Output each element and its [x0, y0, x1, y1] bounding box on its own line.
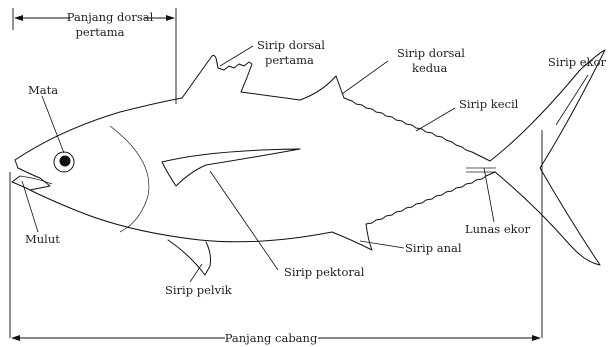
gill-cover [110, 126, 149, 232]
label-caudal-keel: Lunas ekor [465, 222, 531, 236]
label-dorsal-length-line2: pertama [76, 25, 125, 39]
label-second-dorsal-fin-line1: Sirip dorsal [397, 46, 465, 60]
label-dorsal-length-line1: Panjang dorsal [67, 10, 154, 24]
second-dorsal-fin [300, 76, 344, 100]
label-eye: Mata [28, 83, 58, 97]
tuna-fish [12, 50, 605, 275]
leader-lines [22, 46, 588, 282]
label-finlets: Sirip kecil [459, 97, 519, 111]
label-anal-fin: Sirip anal [405, 241, 462, 255]
snout-outline [12, 160, 50, 190]
eye-pupil [60, 156, 71, 167]
arrowhead-right [532, 335, 541, 341]
arrowhead-right [166, 15, 175, 21]
arrowhead-left [14, 15, 23, 21]
caudal-keel [466, 168, 496, 172]
label-caudal-fin: Sirip ekor [548, 55, 606, 69]
label-first-dorsal-fin-line1: Sirip dorsal [257, 38, 325, 52]
arrowhead-left [11, 335, 20, 341]
mouth-line [20, 176, 52, 184]
label-mouth: Mulut [25, 232, 60, 246]
pectoral-fin [162, 149, 300, 186]
label-pectoral-fin: Sirip pektoral [284, 265, 365, 279]
ventral-finlets [366, 172, 495, 224]
anal-fin [332, 224, 372, 250]
label-second-dorsal-fin-line2: kedua [412, 61, 448, 75]
pelvic-fin [168, 240, 211, 275]
label-pelvic-fin: Sirip pelvik [165, 283, 233, 297]
label-fork-length: Panjang cabang [225, 331, 318, 345]
label-first-dorsal-fin-line2: pertama [265, 53, 314, 67]
belly-outline [30, 190, 332, 242]
